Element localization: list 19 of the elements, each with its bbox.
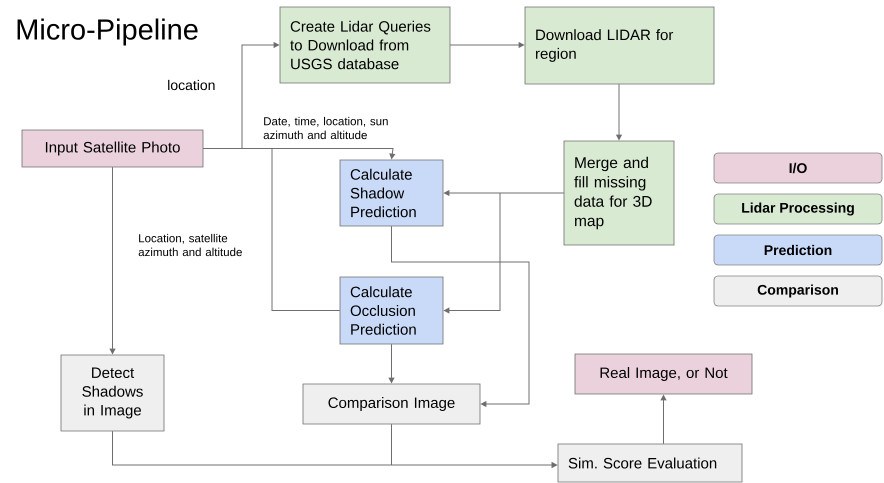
io-box: Real Image, or Not (574, 354, 752, 394)
legend-item: Comparison (714, 276, 882, 306)
io-box: Input Satellite Photo (22, 130, 204, 168)
process-box: Create Lidar Queries to Download from USGS database (280, 6, 450, 84)
arrow (391, 226, 530, 408)
process-box: Comparison Image (302, 384, 480, 424)
process-box: Sim. Score Evaluation (558, 444, 742, 482)
edge-label: location (168, 80, 215, 90)
edge-label: Location, satellite azimuth and altitude (138, 234, 242, 256)
legend-item: Prediction (714, 234, 882, 266)
edge-label: Date, time, location, sun azimuth and altitude (264, 116, 388, 140)
title: Micro-Pipeline (18, 18, 198, 46)
process-box: Download LIDAR for region (524, 6, 714, 84)
legend-item: Lidar Processing (714, 194, 882, 224)
process-box: Merge and fill missing data for 3D map (564, 140, 674, 246)
process-box: Calculate Occlusion Prediction (340, 276, 444, 344)
process-box: Detect Shadows in Image (60, 354, 164, 432)
legend-item: I/O (714, 152, 882, 184)
process-box: Calculate Shadow Prediction (340, 160, 444, 226)
